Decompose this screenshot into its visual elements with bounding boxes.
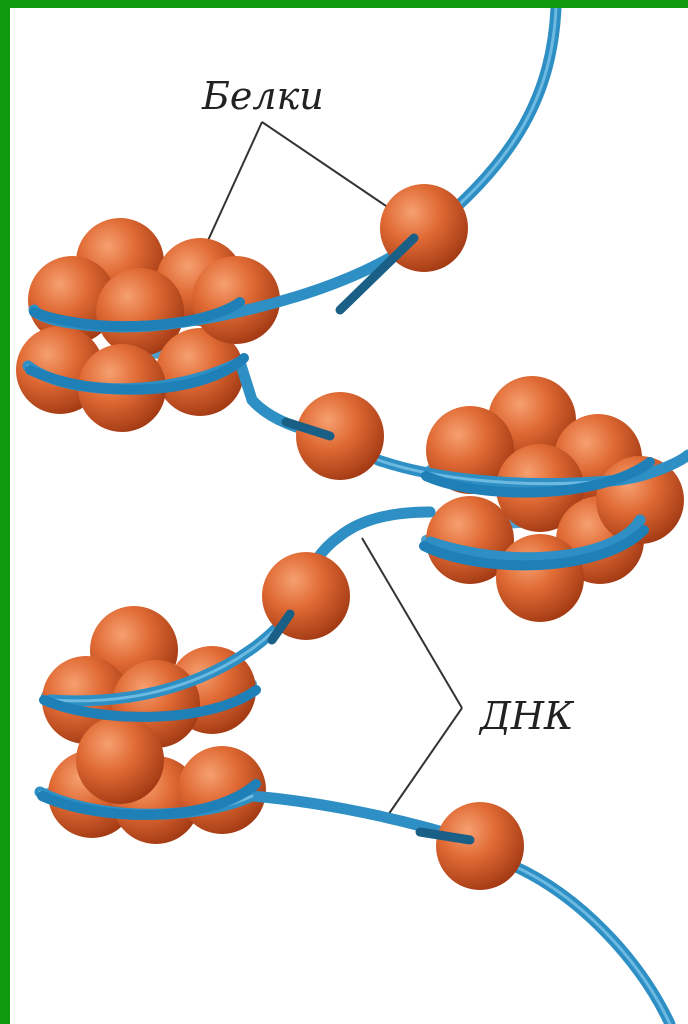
diagram-frame: Белки ДНК	[10, 8, 688, 1024]
histone-bead	[496, 534, 584, 622]
leader-line-proteins	[199, 121, 393, 259]
histone-bead	[76, 716, 164, 804]
dna-front-wraps	[25, 297, 655, 820]
linker-protein-bead	[436, 802, 524, 890]
label-dna: ДНК	[480, 694, 574, 738]
linker-protein-bead	[296, 392, 384, 480]
label-proteins: Белки	[202, 74, 324, 118]
leader-line-dna	[361, 537, 463, 819]
linker-protein-bead	[262, 552, 350, 640]
histone-bead	[96, 268, 184, 356]
dna-linker-ends	[267, 233, 475, 845]
chromatin-diagram	[16, 8, 688, 1024]
leader-lines	[199, 121, 463, 819]
